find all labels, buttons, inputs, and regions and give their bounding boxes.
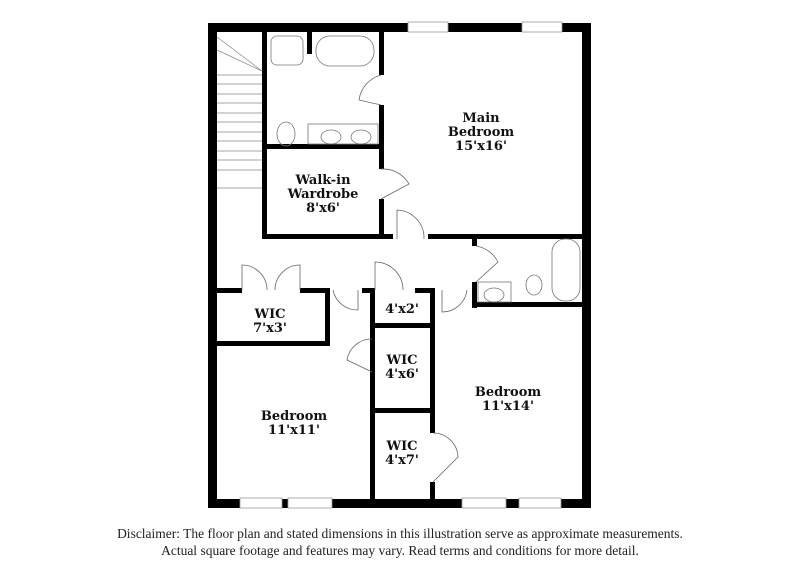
room-labels: Main Bedroom 15'x16' Walk-in Wardrobe 8'… [253,111,541,468]
disclaimer: Disclaimer: The floor plan and stated di… [0,525,800,559]
room-bedroom-11x11-name: Bedroom [261,409,328,424]
disclaimer-line-1: Disclaimer: The floor plan and stated di… [117,526,683,541]
room-bedroom-11x14-dims: 11'x14' [482,399,534,414]
room-wic-4x6-dims: 4'x6' [385,367,419,382]
room-wic-4x7-name: WIC [385,439,417,454]
room-wardrobe-name: Walk-in [294,173,351,188]
fixtures [270,35,581,303]
room-wardrobe-dims: 8'x6' [306,201,340,216]
room-wic-4x6-name: WIC [385,353,417,368]
disclaimer-line-2: Actual square footage and features may v… [161,543,639,558]
room-main-bedroom-name: Main [462,111,500,126]
doors [241,74,499,483]
room-main-bedroom-dims: 15'x16' [455,139,507,154]
room-bedroom-11x14-name: Bedroom [475,385,542,400]
walls [208,23,591,508]
floor-plan: Main Bedroom 15'x16' Walk-in Wardrobe 8'… [208,21,591,509]
room-closet-4x2-dims: 4'x2' [385,302,419,317]
windows [239,21,563,509]
room-wic-4x7-dims: 4'x7' [385,453,419,468]
room-wardrobe-name2: Wardrobe [287,187,359,202]
stairs [216,36,263,189]
room-main-bedroom-name2: Bedroom [448,125,515,140]
room-wic-7x3-name: WIC [253,307,285,322]
room-wic-7x3-dims: 7'x3' [253,321,287,336]
room-bedroom-11x11-dims: 11'x11' [268,423,320,438]
